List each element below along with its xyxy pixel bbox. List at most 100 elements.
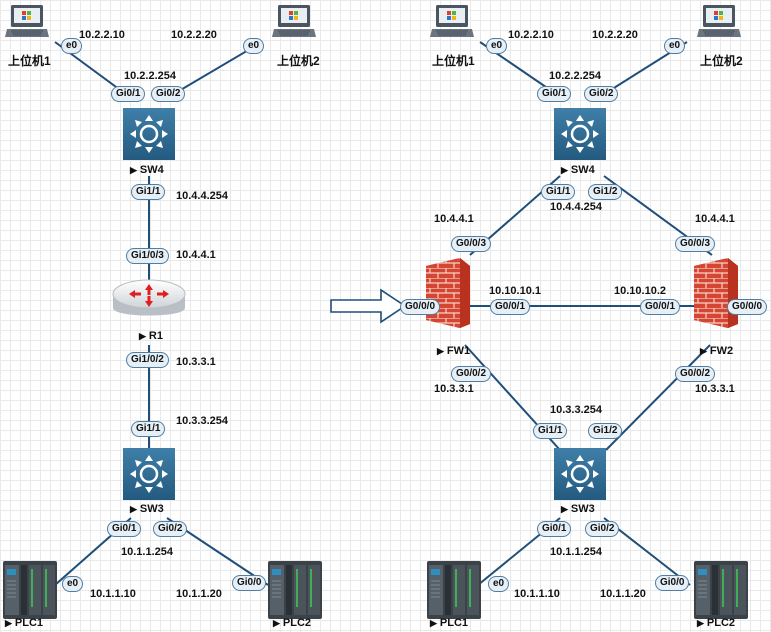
r-pc2-name: 上位机2	[700, 54, 743, 68]
r-sw4-name: ▶SW4	[561, 164, 595, 176]
multilayer-switch-icon	[554, 108, 606, 160]
r1-port-top[interactable]: Gi1/0/3	[126, 248, 169, 264]
sw4-name: ▶SW4	[130, 164, 164, 176]
sw4-port-gi0-1[interactable]: Gi0/1	[111, 86, 146, 102]
pc2-name: 上位机2	[277, 54, 320, 68]
play-icon: ▶	[130, 165, 137, 175]
play-icon: ▶	[437, 346, 444, 356]
r1-ip-bottom: 10.3.3.1	[176, 356, 216, 368]
fw1-port-g002[interactable]: G0/0/2	[451, 366, 492, 382]
r-plc2-ip: 10.1.1.20	[600, 588, 646, 600]
r-pc1-port[interactable]: e0	[486, 38, 508, 54]
pc1-port[interactable]: e0	[61, 38, 83, 54]
plc-icon	[427, 561, 481, 619]
sw4-ip: 10.2.2.254	[124, 70, 176, 82]
computer-icon	[272, 5, 316, 38]
sw4-port-gi0-2[interactable]: Gi0/2	[151, 86, 186, 102]
pc1-name: 上位机1	[8, 54, 51, 68]
fw2-ip-top: 10.4.4.1	[695, 213, 735, 225]
r-sw4-port-gi0-2[interactable]: Gi0/2	[584, 86, 619, 102]
sw4-port-gi1-1[interactable]: Gi1/1	[131, 184, 166, 200]
plc-icon	[3, 561, 57, 619]
plc-icon	[694, 561, 748, 619]
fw2-ip-mid: 10.10.10.2	[614, 285, 666, 297]
multilayer-switch-icon	[123, 108, 175, 160]
pc2-port[interactable]: e0	[243, 38, 265, 54]
plc2-ip: 10.1.1.20	[176, 588, 222, 600]
computer-icon	[697, 5, 741, 38]
r-sw3-port-gi0-1[interactable]: Gi0/1	[537, 521, 572, 537]
r-plc1-name: ▶PLC1	[430, 617, 469, 629]
plc1-ip: 10.1.1.10	[90, 588, 136, 600]
r-pc2-ip: 10.2.2.20	[592, 29, 638, 41]
r-sw4-port-gi0-1[interactable]: Gi0/1	[537, 86, 572, 102]
r-sw3-port-gi0-2[interactable]: Gi0/2	[585, 521, 620, 537]
plc2-port[interactable]: Gi0/0	[232, 575, 267, 591]
pc1-ip: 10.2.2.10	[79, 29, 125, 41]
r-pc1-ip: 10.2.2.10	[508, 29, 554, 41]
play-icon: ▶	[561, 165, 568, 175]
r-sw3-name: ▶SW3	[561, 503, 595, 515]
r-sw3-ip-up: 10.3.3.254	[550, 404, 602, 416]
fw1-port-g000[interactable]: G0/0/0	[400, 299, 441, 315]
r1-ip-top: 10.4.4.1	[176, 249, 216, 261]
firewall-icon	[426, 258, 470, 328]
sw3-name: ▶SW3	[130, 503, 164, 515]
sw3-port-gi1-1[interactable]: Gi1/1	[131, 421, 166, 437]
r1-name: ▶R1	[139, 330, 163, 342]
r-sw4-port-gi1-1[interactable]: Gi1/1	[541, 184, 576, 200]
computer-icon	[5, 5, 49, 38]
fw2-ip-bottom: 10.3.3.1	[695, 383, 735, 395]
fw1-name: ▶FW1	[437, 345, 471, 357]
right-arrow-icon	[330, 288, 407, 324]
r-sw4-ip: 10.2.2.254	[549, 70, 601, 82]
fw1-ip-mid: 10.10.10.1	[489, 285, 541, 297]
play-icon: ▶	[5, 618, 12, 628]
sw3-port-gi0-1[interactable]: Gi0/1	[107, 521, 142, 537]
plc1-port[interactable]: e0	[62, 576, 84, 592]
pc2-ip: 10.2.2.20	[171, 29, 217, 41]
sw4-uplink-ip: 10.4.4.254	[176, 190, 228, 202]
r-sw3-port-gi1-2[interactable]: Gi1/2	[588, 423, 623, 439]
play-icon: ▶	[697, 618, 704, 628]
play-icon: ▶	[430, 618, 437, 628]
play-icon: ▶	[130, 504, 137, 514]
play-icon: ▶	[700, 346, 707, 356]
r-plc1-ip: 10.1.1.10	[514, 588, 560, 600]
r-plc1-port[interactable]: e0	[488, 576, 510, 592]
fw2-port-g002[interactable]: G0/0/2	[675, 366, 716, 382]
r-plc2-name: ▶PLC2	[697, 617, 736, 629]
r-sw4-ip-down: 10.4.4.254	[550, 201, 602, 213]
fw1-ip-top: 10.4.4.1	[434, 213, 474, 225]
sw3-uplink-ip: 10.3.3.254	[176, 415, 228, 427]
fw1-ip-bottom: 10.3.3.1	[434, 383, 474, 395]
play-icon: ▶	[561, 504, 568, 514]
r-pc2-port[interactable]: e0	[664, 38, 686, 54]
r-sw4-port-gi1-2[interactable]: Gi1/2	[588, 184, 623, 200]
sw3-ip: 10.1.1.254	[121, 546, 173, 558]
play-icon: ▶	[273, 618, 280, 628]
plc-icon	[268, 561, 322, 619]
multilayer-switch-icon	[554, 448, 606, 500]
fw1-port-g003[interactable]: G0/0/3	[451, 236, 492, 252]
fw2-port-g001[interactable]: G0/0/1	[640, 299, 681, 315]
fw1-port-g001[interactable]: G0/0/1	[490, 299, 531, 315]
fw2-port-g003[interactable]: G0/0/3	[675, 236, 716, 252]
multilayer-switch-icon	[123, 448, 175, 500]
router-icon	[112, 279, 186, 316]
play-icon: ▶	[139, 331, 146, 341]
plc2-name: ▶PLC2	[273, 617, 312, 629]
r-plc2-port[interactable]: Gi0/0	[655, 575, 690, 591]
sw3-port-gi0-2[interactable]: Gi0/2	[153, 521, 188, 537]
plc1-name: ▶PLC1	[5, 617, 44, 629]
firewall-icon	[694, 258, 738, 328]
fw2-name: ▶FW2	[700, 345, 734, 357]
r1-port-bottom[interactable]: Gi1/0/2	[126, 352, 169, 368]
r-sw3-port-gi1-1[interactable]: Gi1/1	[533, 423, 568, 439]
fw2-port-g000[interactable]: G0/0/0	[727, 299, 768, 315]
link-r-fw2-sw3	[605, 344, 711, 451]
r-pc1-name: 上位机1	[432, 54, 475, 68]
r-sw3-ip: 10.1.1.254	[550, 546, 602, 558]
computer-icon	[430, 5, 474, 38]
